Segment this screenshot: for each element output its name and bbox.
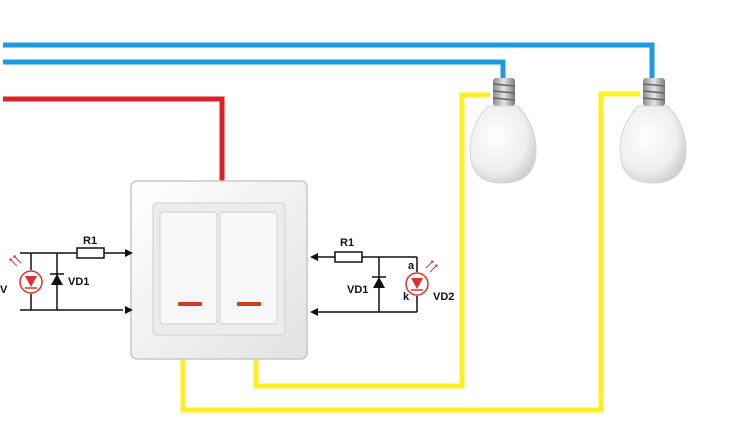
switched-wire-to-bulb-1 [253, 92, 490, 389]
resistor-icon [76, 247, 105, 259]
double-switch-icon [130, 180, 308, 360]
left-bottom-arrow [125, 306, 133, 314]
neutral-wire-to-bulb-2 [3, 42, 655, 82]
right-resistor-label: R1 [340, 237, 354, 249]
left-diode [50, 253, 64, 310]
light-bulb-icon [619, 78, 687, 184]
indicator-right [237, 302, 261, 306]
resistor-icon [334, 251, 363, 263]
switched-wire-to-bulb-2 [180, 91, 640, 413]
rocker-key-left [159, 211, 218, 325]
diode-icon [50, 273, 64, 285]
left-diode-label: VD1 [68, 276, 89, 288]
phase-wire [3, 96, 225, 182]
indicator-left [178, 302, 202, 306]
switched-wires [180, 91, 640, 413]
right-led [405, 257, 438, 312]
left-backlight-circuit: R1 VD1 V [0, 235, 133, 314]
diode-icon [372, 276, 386, 288]
right-led-anode-label: a [408, 260, 415, 272]
right-led-label: VD2 [433, 291, 454, 303]
right-top-arrow [310, 253, 318, 261]
light-bulb-2 [619, 78, 687, 184]
light-rays-icon [425, 260, 438, 273]
left-resistor [76, 247, 105, 259]
left-top-arrow [125, 249, 133, 257]
neutral-wire-to-bulb-1 [3, 59, 506, 82]
right-diode-label: VD1 [347, 284, 368, 296]
light-bulb-1 [469, 78, 537, 184]
right-diode [372, 257, 386, 312]
rocker-key-right [219, 211, 278, 325]
left-led-label: V [0, 284, 8, 296]
double-switch [130, 180, 308, 360]
led-icon [405, 260, 438, 296]
light-rays-icon [9, 255, 22, 267]
right-bottom-arrow [310, 308, 318, 316]
led-icon [9, 255, 43, 294]
right-backlight-circuit: R1 VD1 a k [310, 237, 454, 316]
light-bulb-icon [469, 78, 537, 184]
left-led [9, 253, 43, 310]
neutral-wires [3, 42, 655, 82]
left-resistor-label: R1 [83, 235, 97, 247]
right-resistor [334, 251, 363, 263]
right-led-cathode-label: k [403, 291, 410, 303]
